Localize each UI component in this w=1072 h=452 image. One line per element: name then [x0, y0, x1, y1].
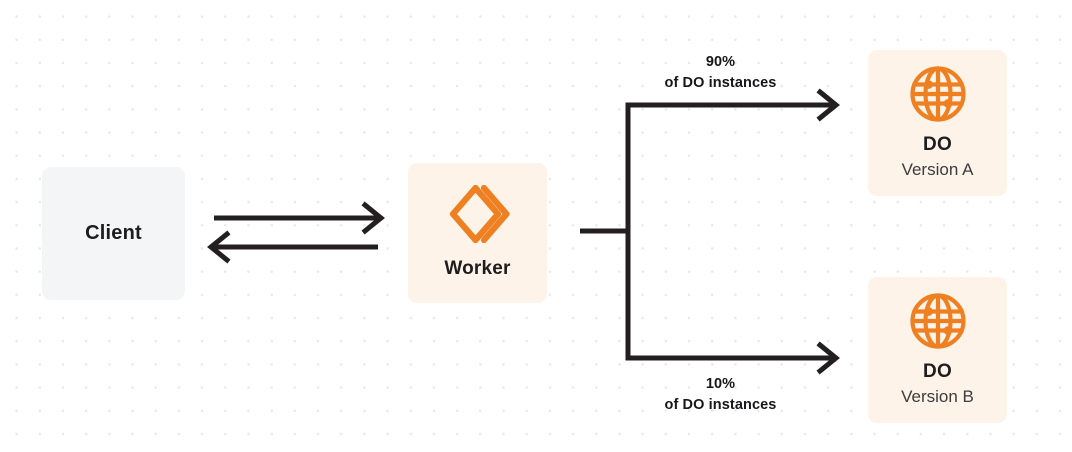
edge-worker-to-do-b — [626, 341, 840, 375]
node-client[interactable]: Client — [42, 167, 185, 300]
edge-label-10-percent: 10% of DO instances — [664, 376, 777, 413]
node-do-b-subtitle: Version B — [901, 386, 974, 406]
node-do-a-title: DO — [923, 134, 952, 156]
node-do-b-title: DO — [923, 361, 952, 383]
node-worker[interactable]: Worker — [408, 163, 547, 303]
edge-worker-to-do-a — [626, 88, 840, 122]
node-do-version-b[interactable]: DO Version B — [868, 277, 1007, 423]
node-worker-title: Worker — [444, 258, 511, 280]
node-do-a-subtitle: Version A — [901, 159, 974, 179]
globe-icon — [909, 292, 967, 350]
node-client-title: Client — [85, 222, 142, 244]
edge-worker-to-client — [207, 230, 378, 264]
globe-icon — [909, 65, 967, 123]
edge-branch-trunk — [580, 102, 631, 361]
edge-client-to-worker — [214, 201, 385, 235]
edge-label-90-percent: 90% of DO instances — [664, 54, 777, 91]
node-do-version-a[interactable]: DO Version A — [868, 50, 1007, 196]
cloudflare-workers-icon — [446, 185, 510, 244]
